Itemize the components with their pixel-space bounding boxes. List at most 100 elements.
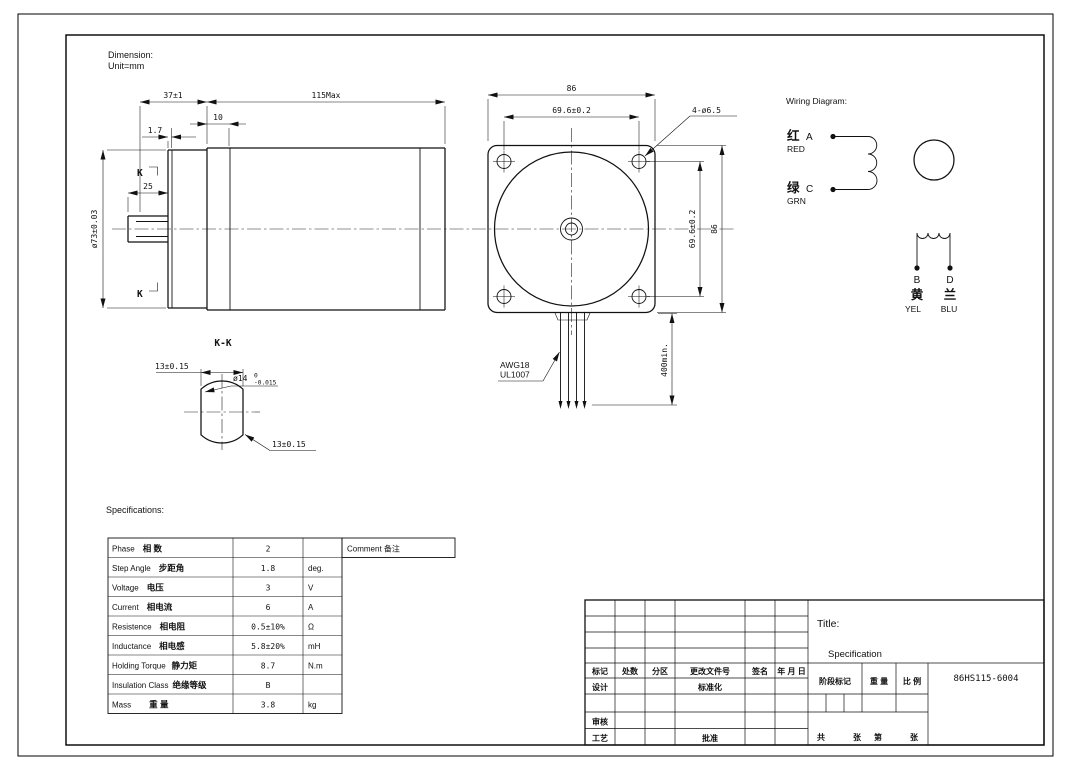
dim-1-7: 1.7 bbox=[148, 126, 163, 135]
specs-heading: Specifications: bbox=[106, 505, 164, 515]
spec-unit: kg bbox=[308, 701, 316, 710]
spec-en: Insulation Class bbox=[112, 681, 168, 690]
dim-73: ø73±0.03 bbox=[90, 210, 99, 249]
label-ul1007: UL1007 bbox=[500, 370, 530, 380]
spec-row: Resistence 相电阻 0.5±10% Ω bbox=[112, 622, 314, 632]
spec-cn: 电压 bbox=[147, 583, 165, 593]
spec-en: Current bbox=[112, 603, 139, 612]
note-line2: Unit=mm bbox=[108, 61, 144, 71]
spec-en: Inductance bbox=[112, 642, 152, 651]
spec-value: 0.5±10% bbox=[251, 623, 285, 632]
terminal-a-dot bbox=[830, 133, 836, 140]
terminal-d-dot bbox=[947, 265, 953, 271]
label-grn-en: GRN bbox=[787, 196, 806, 206]
specifications-table: Specifications: Comment 备注 Phase 相 数 2 St… bbox=[106, 505, 456, 714]
section-view-kk: K-K 13±0.15 ø14 0 -0.015 13±0.15 bbox=[155, 338, 316, 451]
dim-115max: 115Max bbox=[312, 91, 341, 100]
spec-en: Phase bbox=[112, 545, 135, 554]
label-phase-d: D bbox=[946, 275, 953, 286]
dim-25: 25 bbox=[143, 182, 153, 191]
dim-69-top: 69.6±0.2 bbox=[552, 106, 591, 115]
label-awg18: AWG18 bbox=[500, 360, 530, 370]
terminal-c-dot bbox=[830, 186, 836, 193]
spec-value: 3.8 bbox=[261, 701, 276, 710]
spec-unit: Ω bbox=[308, 623, 314, 632]
wiring-title: Wiring Diagram: bbox=[786, 96, 847, 106]
spec-cn: 绝缘等级 bbox=[172, 680, 207, 690]
title-value: Specification bbox=[828, 649, 882, 660]
comment-header: Comment 备注 bbox=[347, 544, 400, 554]
total-di: 第 bbox=[874, 732, 882, 742]
cell-approve: 批准 bbox=[702, 733, 718, 743]
label-grn-cn: 绿 bbox=[787, 180, 800, 195]
header-sign: 签名 bbox=[751, 666, 768, 676]
spec-en: Step Angle bbox=[112, 564, 151, 573]
cell-standardization: 标准化 bbox=[697, 682, 722, 692]
lead-wires bbox=[554, 312, 591, 409]
header-count: 处数 bbox=[621, 666, 639, 676]
spec-unit: A bbox=[308, 603, 314, 612]
total-gong: 共 bbox=[817, 732, 825, 742]
spec-en: Resistence bbox=[112, 623, 152, 632]
spec-unit: mH bbox=[308, 642, 321, 651]
label-yel-en: YEL bbox=[905, 304, 921, 314]
label-blu-en: BLU bbox=[941, 304, 958, 314]
shaft-cross-section bbox=[200, 380, 244, 444]
header-date: 年 月 日 bbox=[777, 666, 805, 676]
coil-ac bbox=[867, 136, 878, 190]
title-label: Title: bbox=[817, 618, 839, 630]
comment-cell bbox=[341, 537, 456, 558]
dim-13-bottom: 13±0.15 bbox=[272, 440, 306, 449]
dim-86-top: 86 bbox=[567, 84, 577, 93]
header-zone: 分区 bbox=[652, 666, 668, 676]
spec-cn: 相电阻 bbox=[160, 622, 186, 632]
total-zhang2: 张 bbox=[910, 733, 919, 742]
coil-bd bbox=[916, 232, 951, 268]
spec-cn: 相 数 bbox=[143, 544, 163, 554]
section-mark-k-top: K bbox=[137, 168, 143, 179]
dimension-note: Dimension: Unit=mm bbox=[108, 50, 153, 71]
rotor-circle bbox=[913, 139, 955, 181]
spec-value: 3 bbox=[266, 584, 271, 593]
label-red-en: RED bbox=[787, 144, 805, 154]
spec-cn: 重 量 bbox=[149, 700, 169, 710]
dim-13-top: 13±0.15 bbox=[155, 362, 189, 371]
spec-value: 6 bbox=[266, 603, 271, 612]
label-phase-b: B bbox=[914, 275, 921, 286]
spec-unit: N.m bbox=[308, 662, 323, 671]
dim-14: ø14 bbox=[233, 374, 248, 383]
spec-value: 2 bbox=[266, 545, 271, 554]
spec-row: Phase 相 数 2 bbox=[112, 544, 271, 554]
cell-design: 设计 bbox=[592, 682, 608, 692]
spec-unit: deg. bbox=[308, 564, 324, 573]
spec-value: 5.8±20% bbox=[251, 642, 285, 651]
terminal-b-dot bbox=[914, 265, 920, 271]
dim-400min: 400min. bbox=[660, 343, 669, 377]
spec-cn: 步距角 bbox=[159, 563, 185, 573]
label-holes: 4-ø6.5 bbox=[692, 106, 721, 115]
cell-scale: 比 例 bbox=[903, 676, 921, 686]
front-view: 86 69.6±0.2 4-ø6.5 69.6±0.2 86 400min. bbox=[487, 84, 737, 409]
dim-86-right: 86 bbox=[710, 224, 719, 234]
part-number: 86HS115-6004 bbox=[953, 674, 1018, 684]
dim-10: 10 bbox=[213, 113, 223, 122]
side-view: 37±1 115Max 10 1.7 25 ø73±0.03 K K bbox=[90, 91, 446, 311]
cell-stage-mark: 阶段标记 bbox=[819, 676, 851, 686]
spec-cn: 静力矩 bbox=[172, 661, 198, 671]
